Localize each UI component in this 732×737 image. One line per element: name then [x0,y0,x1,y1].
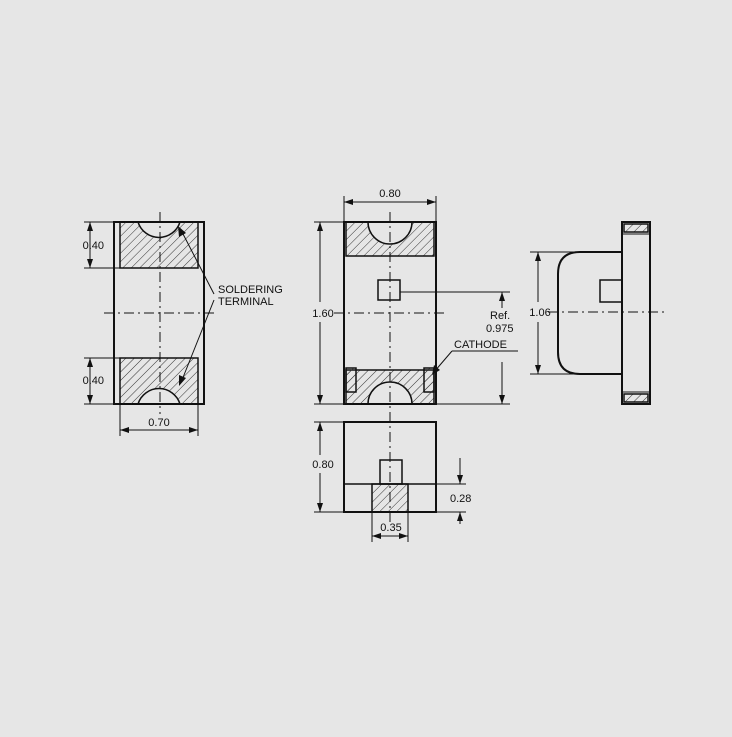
side-lens [557,251,623,375]
dim-arrow [344,199,353,205]
side-bottom-terminal [623,393,649,403]
soldering-label-line2: TERMINAL [218,296,274,308]
dim-arrow [457,512,463,521]
left-view: 0.40 0.40 0.70 SOLDERING TERMINAL [83,212,283,436]
dim-top-width: 0.80 [379,188,400,200]
cathode-mark-right [423,367,435,393]
dim-top-length: 1.60 [312,308,333,320]
dim-arrow [372,533,381,539]
side-die [599,279,623,303]
dim-arrow [87,259,93,268]
dim-arrow [427,199,436,205]
dim-side-height: 1.06 [529,307,550,319]
cathode-label: CATHODE [454,339,507,351]
cathode-mark-left [345,367,357,393]
dim-arrow [317,222,323,231]
top-view: 0.80 1.60 Ref. 0.975 CATHODE [312,188,518,414]
side-substrate [621,221,651,405]
dim-left-bottom-pad: 0.40 [83,375,104,387]
ref-value: 0.975 [486,323,514,335]
soldering-label-line1: SOLDERING [218,284,283,296]
dim-front-pad-width: 0.35 [380,522,401,534]
led-die [377,279,401,301]
leader-arrow [179,375,186,386]
dim-arrow [535,252,541,261]
dim-arrow [399,533,408,539]
dim-arrow [87,358,93,367]
dim-arrow [317,503,323,512]
front-die [379,459,403,485]
dim-arrow [535,365,541,374]
dim-arrow [87,395,93,404]
leader-arrow [178,226,186,237]
top-view-bottom-pad [345,369,435,405]
dim-arrow [87,222,93,231]
dim-front-height: 0.80 [312,459,333,471]
leader-line [181,299,215,381]
dim-arrow [317,422,323,431]
cathode-arrow [432,365,440,375]
left-top-pad [119,221,199,269]
left-bottom-pad [119,357,199,405]
side-view: 1.06 [529,221,664,405]
front-view: 0.80 0.28 0.35 [312,412,471,542]
dim-arrow [499,292,505,301]
dim-arrow [189,427,198,433]
dim-arrow [457,475,463,484]
dim-arrow [499,395,505,404]
dim-left-width: 0.70 [148,417,169,429]
side-top-terminal [623,223,649,233]
dim-arrow [120,427,129,433]
dim-front-pad-height: 0.28 [450,493,471,505]
dim-arrow [317,395,323,404]
top-view-top-pad [345,221,435,257]
leader-line [181,231,215,295]
ref-label: Ref. [490,310,510,322]
dim-left-top-pad: 0.40 [83,240,104,252]
